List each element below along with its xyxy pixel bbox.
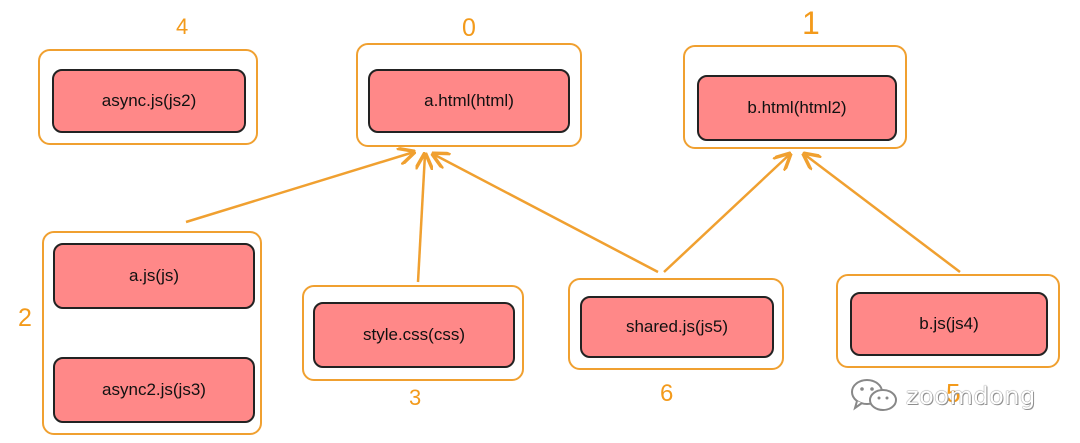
edge-bjs-to-bhtml xyxy=(804,154,961,273)
group-1: b.html(html2) xyxy=(683,45,907,149)
edge-shared-to-ahtml xyxy=(433,154,659,274)
group-4: async.js(js2) xyxy=(38,49,258,145)
node-a-js: a.js(js) xyxy=(53,243,255,309)
group-5: b.js(js4) xyxy=(836,274,1060,368)
edge-ajs-to-ahtml xyxy=(185,152,414,224)
node-async-js: async.js(js2) xyxy=(52,69,246,133)
group-0: a.html(html) xyxy=(356,43,582,147)
node-style-css: style.css(css) xyxy=(313,302,515,368)
node-shared-js: shared.js(js5) xyxy=(580,296,774,358)
group-6: shared.js(js5) xyxy=(568,278,784,370)
group-number-3: 3 xyxy=(409,385,422,410)
node-async2-js: async2.js(js3) xyxy=(53,357,255,423)
group-number-6: 6 xyxy=(660,380,674,407)
wechat-icon xyxy=(851,379,897,411)
watermark: zoomdong xyxy=(848,376,1036,416)
group-3: style.css(css) xyxy=(302,285,524,381)
group-number-2: 2 xyxy=(18,304,32,332)
edge-shared-to-bhtml xyxy=(663,154,790,273)
group-2: a.js(js) async2.js(js3) xyxy=(42,231,262,435)
group-number-0: 0 xyxy=(462,14,476,42)
group-number-4: 4 xyxy=(176,14,189,39)
group-number-1: 1 xyxy=(802,5,820,41)
edge-style-to-ahtml xyxy=(418,154,425,283)
watermark-text: zoomdong xyxy=(906,382,1036,410)
node-b-html: b.html(html2) xyxy=(697,75,897,141)
group-number-5: 5 xyxy=(946,378,961,408)
node-b-js: b.js(js4) xyxy=(850,292,1048,356)
node-a-html: a.html(html) xyxy=(368,69,570,133)
